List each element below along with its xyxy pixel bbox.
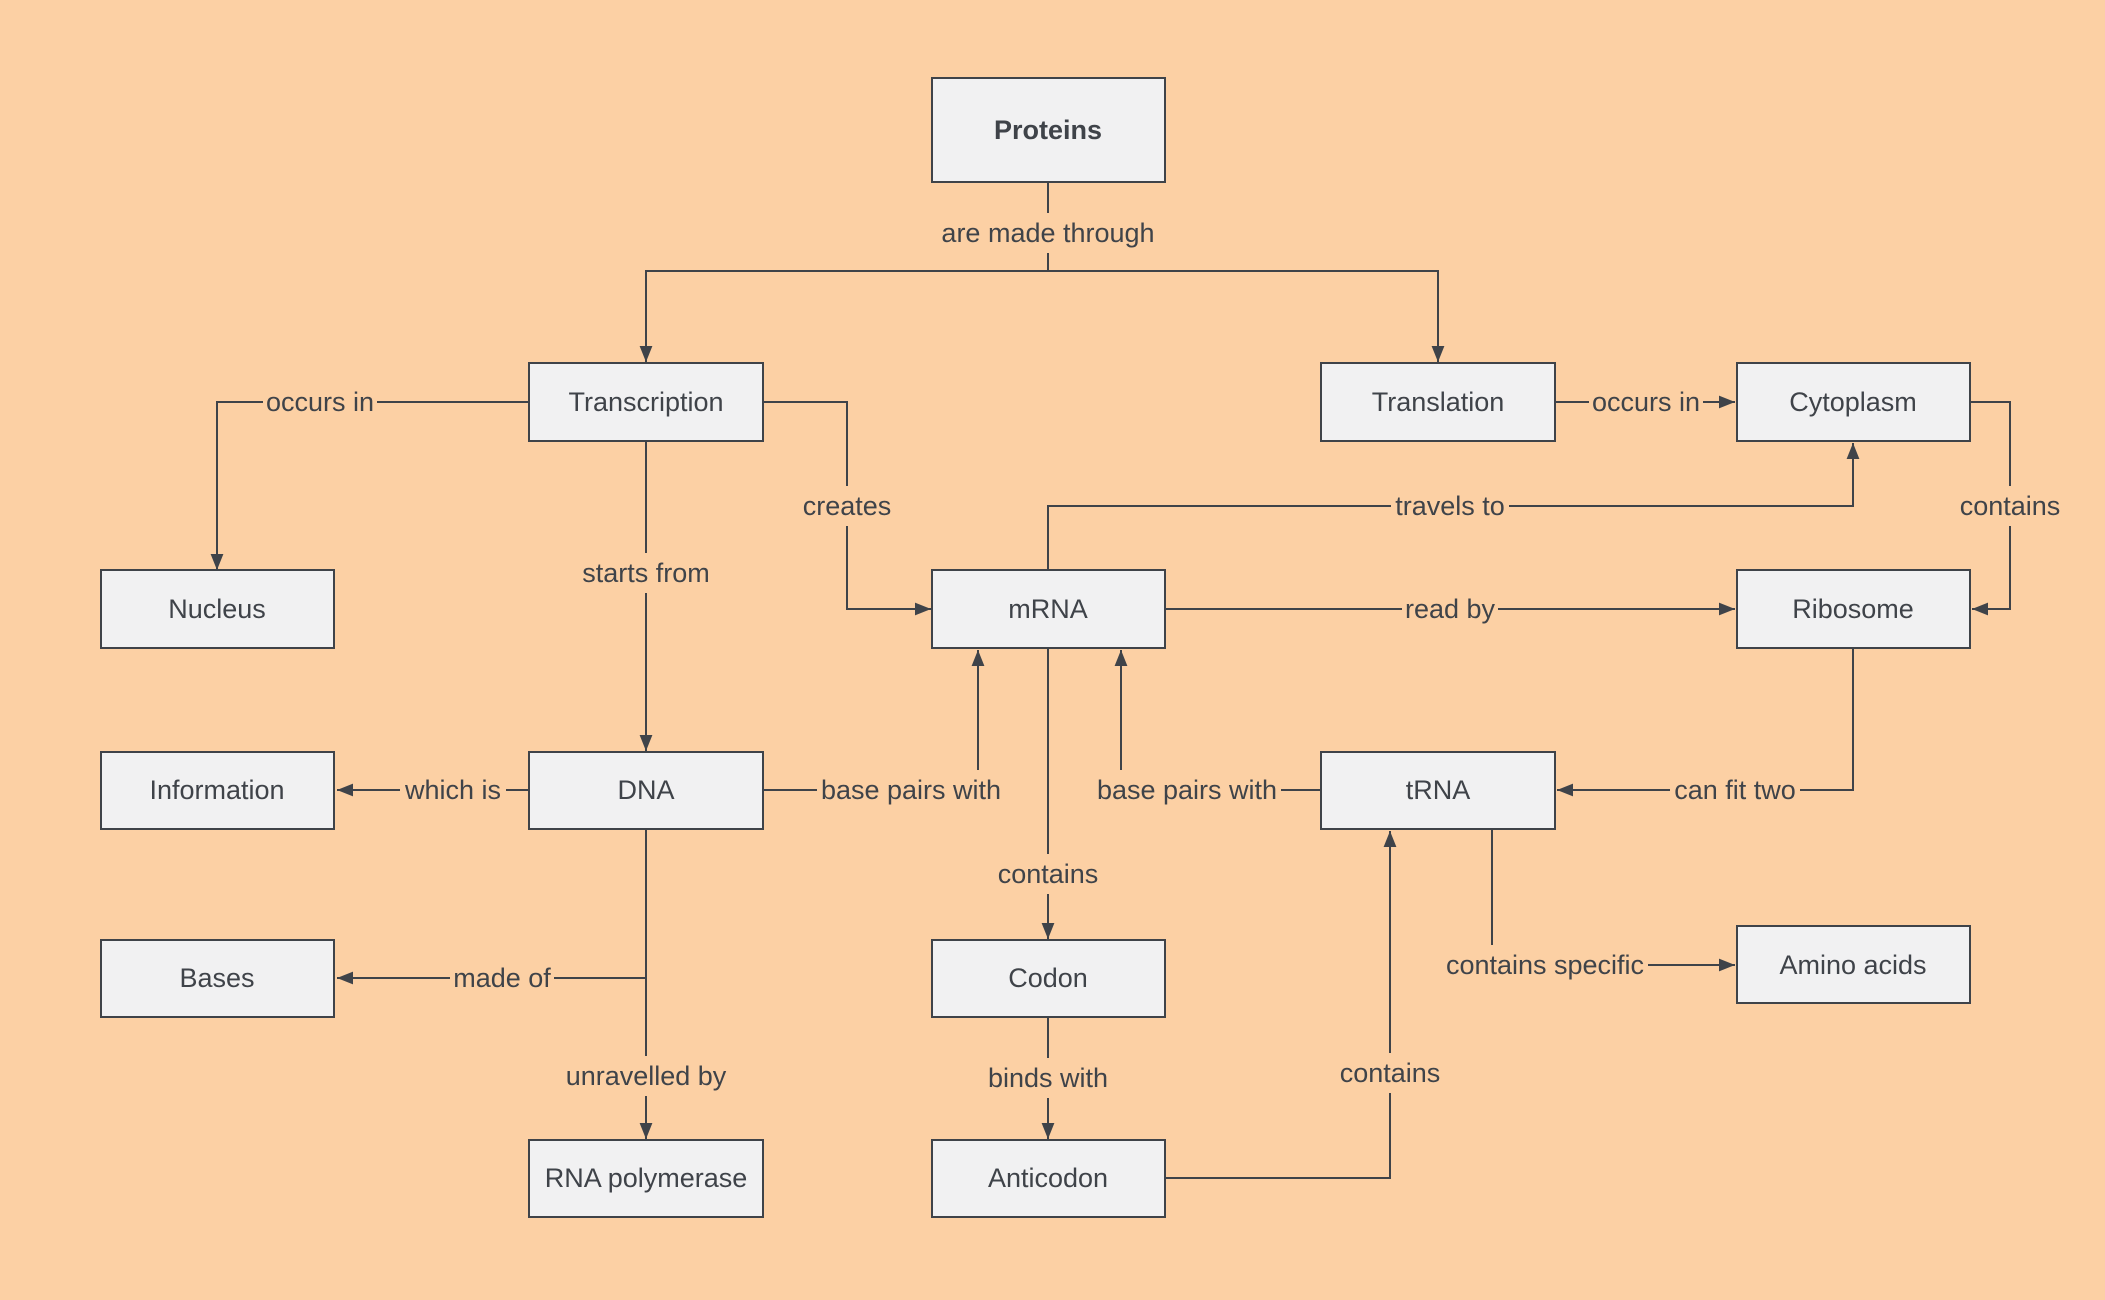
edge-labels: are made through occurs in occurs in cre…: [263, 213, 2065, 1098]
edge-label-text: contains specific: [1446, 950, 1644, 980]
edge-label-text: can fit two: [1674, 775, 1796, 805]
node-label: Transcription: [568, 387, 723, 417]
edge-label-starts-from: starts from: [576, 553, 716, 593]
node-label: Nucleus: [168, 594, 266, 624]
node-proteins[interactable]: Proteins: [931, 77, 1166, 183]
edge-label-text: made of: [453, 963, 551, 993]
edge-label-made-of: made of: [450, 958, 554, 998]
edge-anticodon-to-trna: [1165, 831, 1397, 1179]
edge-label-can-fit-two: can fit two: [1670, 770, 1800, 810]
edge-label-contains-mrna: contains: [993, 854, 1103, 894]
node-label: Information: [149, 775, 284, 805]
node-label: Codon: [1008, 963, 1088, 993]
edge-label-text: binds with: [988, 1063, 1108, 1093]
edge-label-contains-anticodon: contains: [1335, 1053, 1445, 1093]
edge-label-text: occurs in: [266, 387, 374, 417]
node-label: Anticodon: [988, 1163, 1108, 1193]
node-label: Amino acids: [1779, 950, 1926, 980]
edge-trna-to-mrna: [1114, 650, 1321, 791]
nodes: Proteins Transcription Translation Cytop…: [100, 77, 1971, 1218]
edge-dna-to-mrna: [763, 650, 985, 791]
edge-ribosome-to-trna: [1557, 648, 1854, 797]
node-label: DNA: [617, 775, 674, 805]
edge-label-text: contains: [998, 859, 1099, 889]
node-dna[interactable]: DNA: [528, 751, 764, 830]
node-label: Translation: [1372, 387, 1505, 417]
edge-label-text: occurs in: [1592, 387, 1700, 417]
node-bases[interactable]: Bases: [100, 939, 335, 1018]
node-label: Proteins: [994, 115, 1102, 145]
edge-label-text: are made through: [941, 218, 1154, 248]
node-nucleus[interactable]: Nucleus: [100, 569, 335, 649]
node-label: mRNA: [1008, 594, 1088, 624]
edge-proteins-to-transcription: [639, 270, 1048, 362]
edge-proteins-to-translation: [1048, 270, 1445, 362]
edge-label-text: contains: [1960, 491, 2061, 521]
edge-label-creates: creates: [799, 486, 895, 526]
node-cytoplasm[interactable]: Cytoplasm: [1736, 362, 1971, 442]
edge-label-text: base pairs with: [1097, 775, 1277, 805]
edge-label-occurs-in-translation: occurs in: [1589, 382, 1703, 422]
node-translation[interactable]: Translation: [1320, 362, 1556, 442]
edge-label-base-pairs-with-trna: base pairs with: [1093, 770, 1281, 810]
node-anticodon[interactable]: Anticodon: [931, 1139, 1166, 1218]
node-label: Bases: [179, 963, 254, 993]
edge-label-base-pairs-with-dna: base pairs with: [817, 770, 1005, 810]
edge-label-text: unravelled by: [566, 1061, 727, 1091]
edge-label-text: creates: [803, 491, 892, 521]
node-label: Cytoplasm: [1789, 387, 1917, 417]
node-rna-polymerase[interactable]: RNA polymerase: [528, 1139, 764, 1218]
node-mrna[interactable]: mRNA: [931, 569, 1166, 649]
node-label: tRNA: [1406, 775, 1471, 805]
edge-label-text: contains: [1340, 1058, 1441, 1088]
edge-label-occurs-in-transcription: occurs in: [263, 382, 377, 422]
edge-label-read-by: read by: [1402, 589, 1498, 629]
edge-label-text: starts from: [582, 558, 710, 588]
node-ribosome[interactable]: Ribosome: [1736, 569, 1971, 649]
edge-transcription-to-nucleus: [210, 401, 529, 570]
node-label: RNA polymerase: [545, 1163, 748, 1193]
node-label: Ribosome: [1792, 594, 1914, 624]
edge-label-text: which is: [404, 775, 501, 805]
node-codon[interactable]: Codon: [931, 939, 1166, 1018]
edges: [210, 182, 2011, 1179]
edge-label-travels-to: travels to: [1391, 486, 1509, 526]
edge-label-unravelled-by: unravelled by: [561, 1056, 731, 1096]
edge-label-text: travels to: [1395, 491, 1505, 521]
edge-label-text: read by: [1405, 594, 1496, 624]
node-amino-acids[interactable]: Amino acids: [1736, 925, 1971, 1004]
edge-label-binds-with: binds with: [982, 1058, 1114, 1098]
edge-label-text: base pairs with: [821, 775, 1001, 805]
edge-label-contains-cytoplasm: contains: [1955, 486, 2065, 526]
node-trna[interactable]: tRNA: [1320, 751, 1556, 830]
node-transcription[interactable]: Transcription: [528, 362, 764, 442]
edge-label-contains-specific: contains specific: [1442, 945, 1648, 985]
node-information[interactable]: Information: [100, 751, 335, 830]
edge-trna-to-amino-acids: [1491, 829, 1735, 972]
edge-label-are-made-through: are made through: [930, 213, 1166, 253]
edge-label-which-is: which is: [400, 770, 506, 810]
